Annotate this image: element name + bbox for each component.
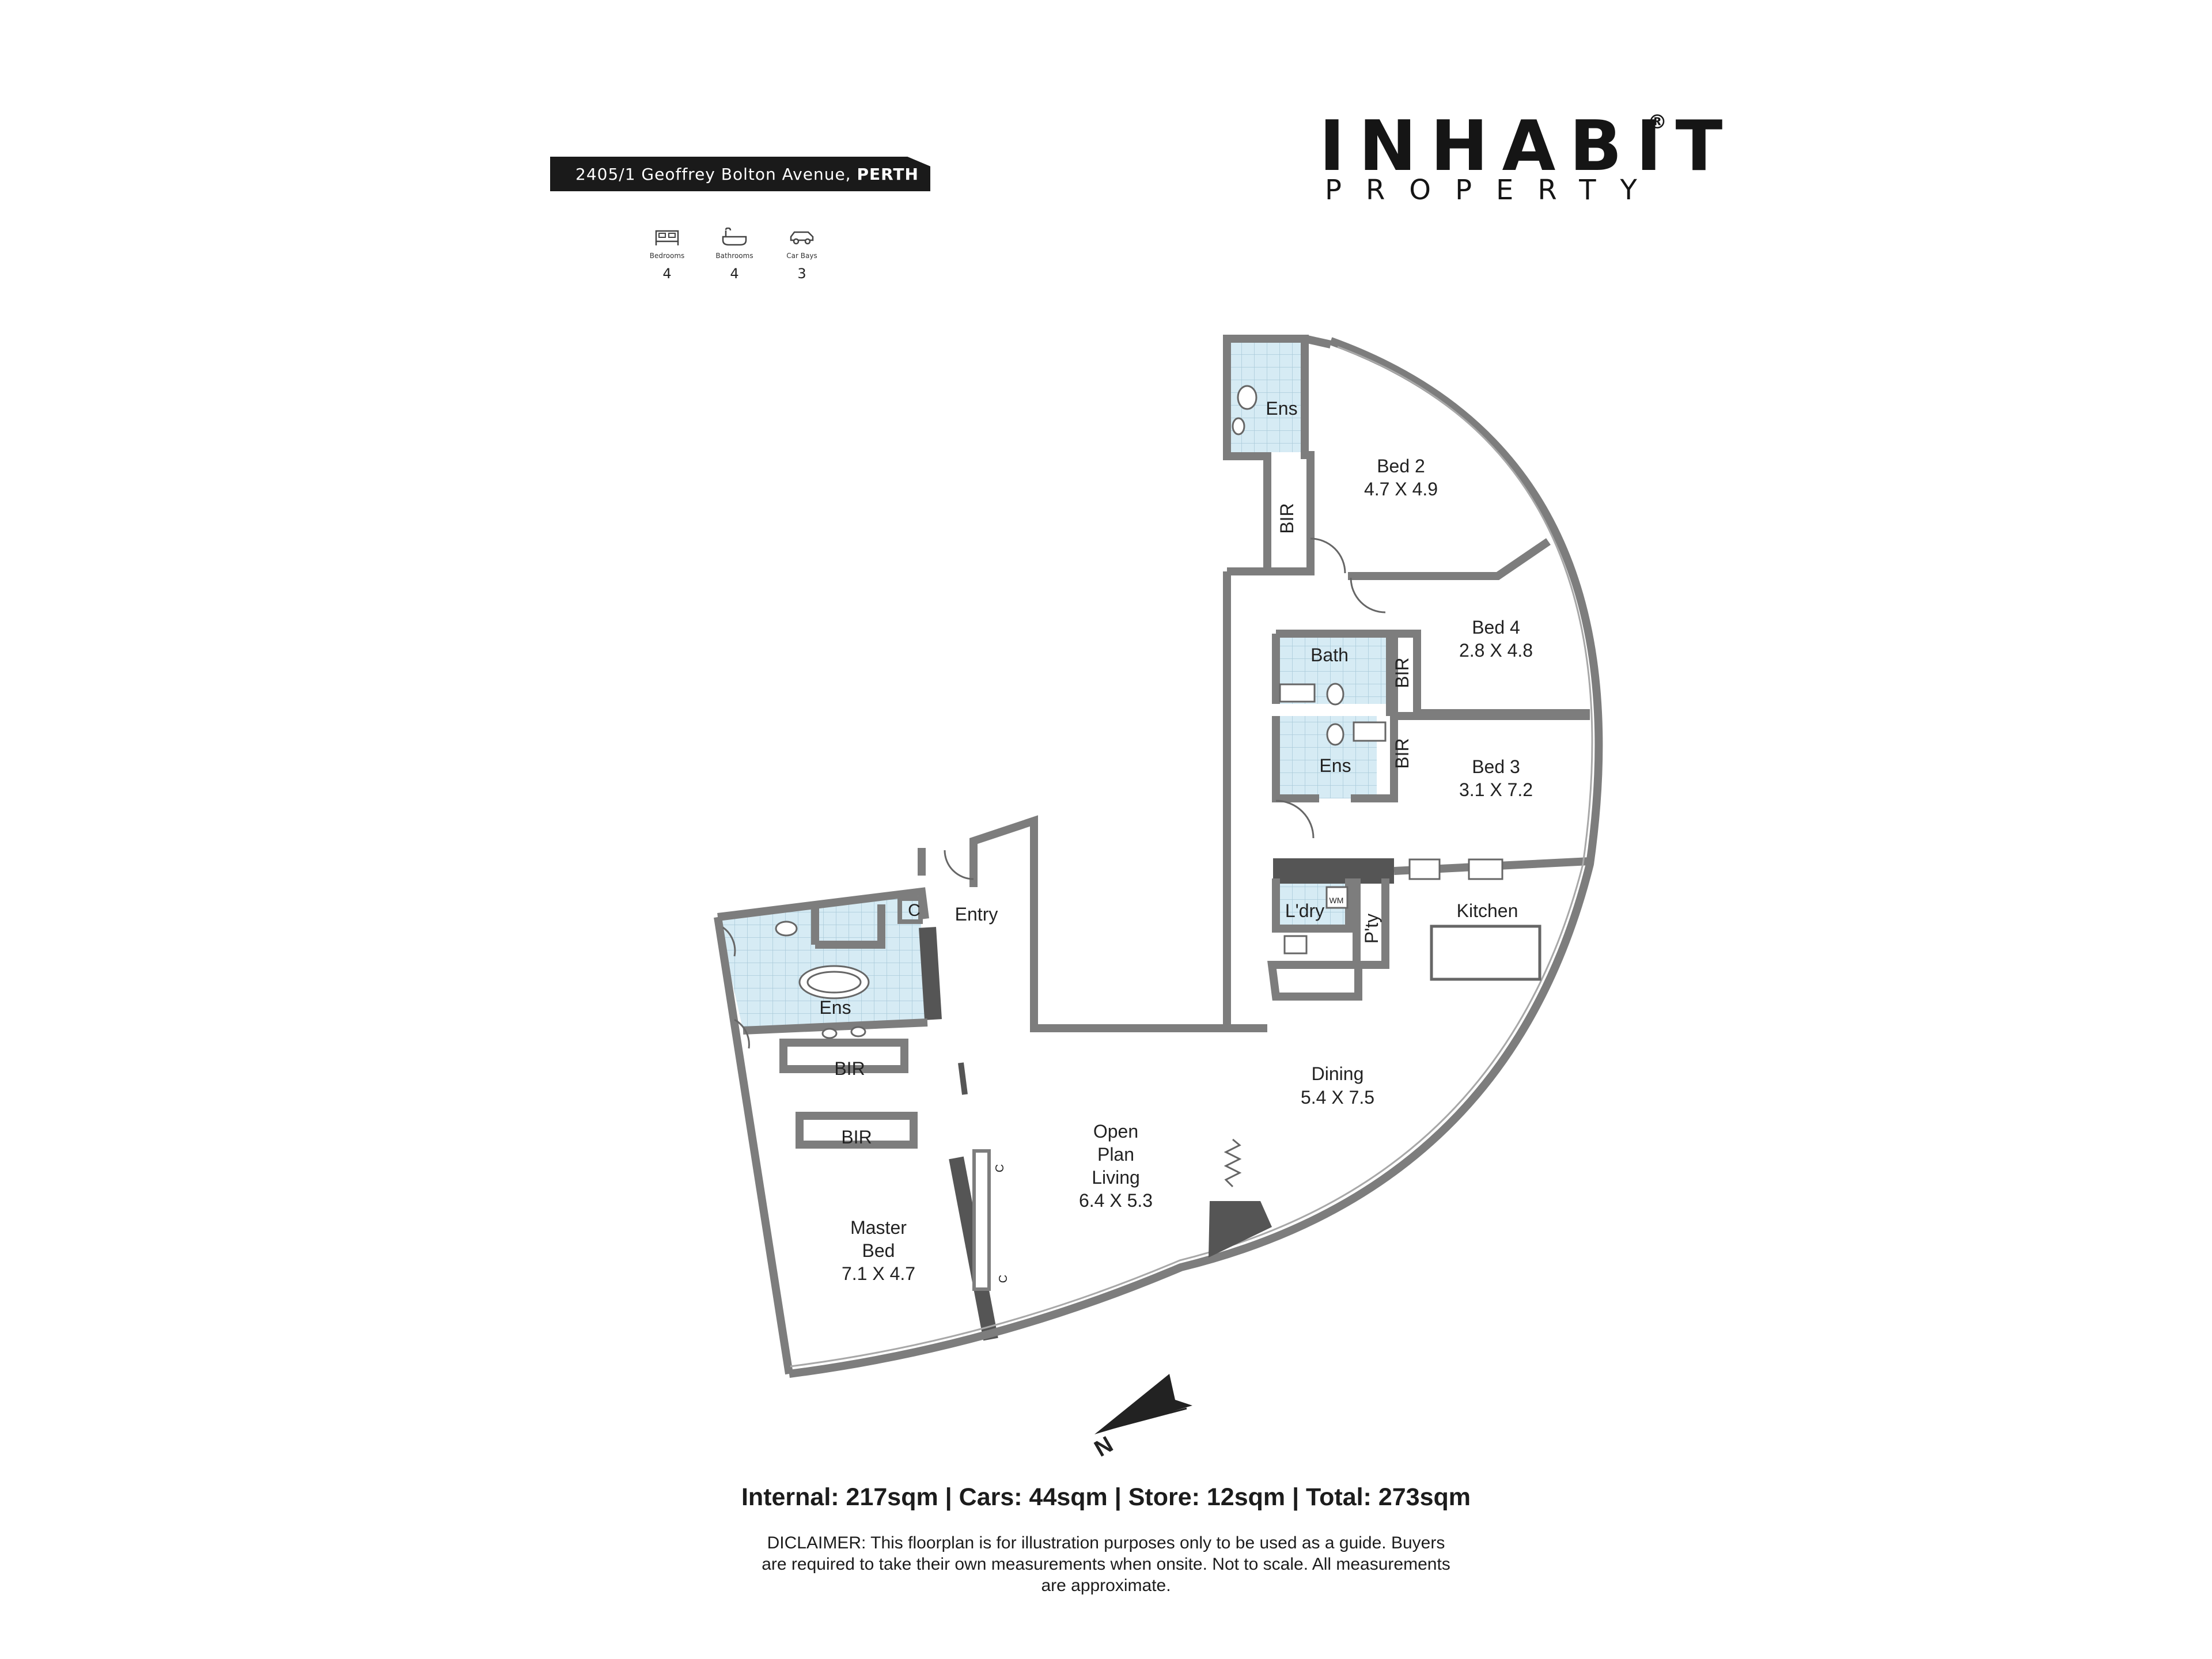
room-labels: Ens Bed 2 4.7 X 4.9 BIR Bed 4 2.8 X 4.8 … [819, 398, 1533, 1284]
label-bed2: Bed 2 [1377, 456, 1425, 476]
car-icon [790, 231, 814, 245]
label-master-1: Master [850, 1217, 907, 1238]
fireplace [1209, 1201, 1272, 1257]
address-tag: 2405/1 Geoffrey Bolton Avenue, PERTH [550, 157, 930, 191]
address-city: PERTH [857, 165, 919, 184]
label-bir-master-1: BIR [834, 1058, 865, 1079]
bath-icon [722, 227, 747, 246]
label-dining-size: 5.4 X 7.5 [1301, 1087, 1374, 1108]
feature-car-bays: Car Bays 3 [767, 228, 836, 282]
registered-mark: ® [1647, 111, 1667, 134]
label-bed3: Bed 3 [1472, 756, 1520, 777]
brand-subtitle: PROPERTY [1325, 174, 1661, 206]
label-bir-bed2: BIR [1277, 503, 1297, 533]
label-living-2: Plan [1097, 1144, 1134, 1165]
address-street: 2405/1 Geoffrey Bolton Avenue, [575, 165, 851, 184]
label-dining: Dining [1312, 1063, 1364, 1084]
label-ens-top: Ens [1266, 398, 1297, 419]
area-summary: Internal: 217sqm | Cars: 44sqm | Store: … [741, 1483, 1471, 1511]
bed-icon [655, 230, 679, 245]
label-pantry: P'ty [1361, 914, 1382, 944]
door-swings [722, 537, 1386, 1049]
brand-logo: INHABIT [1319, 107, 1737, 187]
label-laundry: L'dry [1285, 900, 1324, 921]
walls [714, 335, 1590, 1375]
label-ens-master: Ens [819, 997, 851, 1018]
label-bed3-size: 3.1 X 7.2 [1459, 779, 1533, 800]
label-wm: WM [1330, 896, 1344, 905]
label-bed4: Bed 4 [1472, 617, 1520, 638]
label-bir-bed4: BIR [1392, 657, 1412, 688]
label-bir-bed3: BIR [1392, 738, 1412, 768]
label-bath: Bath [1310, 645, 1349, 665]
label-c2: C [997, 1275, 1010, 1283]
north-label: N [1090, 1431, 1118, 1462]
label-entry: Entry [955, 904, 998, 925]
label-living-size: 6.4 X 5.3 [1079, 1190, 1153, 1211]
feature-bedrooms: Bedrooms 4 [632, 228, 702, 282]
fixtures [775, 385, 1541, 1039]
label-living-3: Living [1092, 1167, 1140, 1188]
label-master-2: Bed [862, 1240, 895, 1261]
label-ens-bed3: Ens [1319, 755, 1351, 776]
label-bed4-size: 2.8 X 4.8 [1459, 640, 1533, 661]
disclaimer: DICLAIMER: This floorplan is for illustr… [762, 1533, 1450, 1595]
feature-bathrooms: Bathrooms 4 [700, 227, 769, 282]
label-living-1: Open [1093, 1121, 1138, 1142]
label-master-size: 7.1 X 4.7 [842, 1263, 915, 1284]
label-c1: C [994, 1164, 1006, 1172]
curved-window-wall [789, 337, 1603, 1378]
label-bed2-size: 4.7 X 4.9 [1364, 479, 1438, 499]
label-kitchen: Kitchen [1457, 900, 1518, 921]
north-arrow [1094, 1374, 1192, 1434]
label-bir-master-2: BIR [841, 1127, 872, 1147]
label-closet: C [908, 901, 921, 920]
